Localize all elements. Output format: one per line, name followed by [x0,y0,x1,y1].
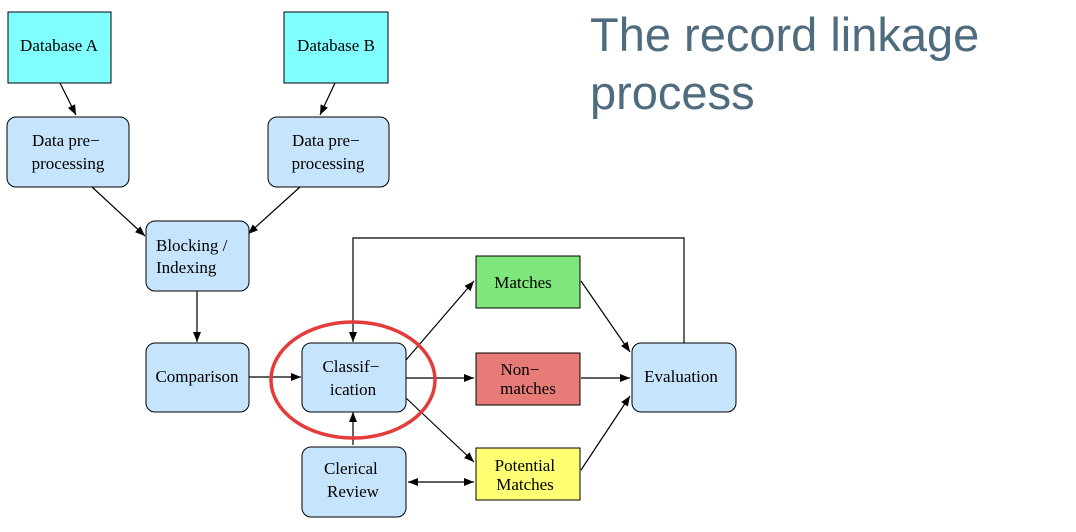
blocking-label-line-1: Blocking / [156,236,228,255]
database-a-label-line: Database A [20,36,99,55]
edge-matches-to-evaluation [580,280,631,353]
edge-database-b-to-preproc-b [319,82,336,116]
nonmatches-label: Non− matches [500,360,556,398]
node-matches [475,255,581,309]
preproc-b-label-line-1: Data pre− [292,131,360,150]
edge-evaluation-feedback-loop [349,237,685,343]
nonmatches-label-line-2: matches [500,379,556,398]
clerical-label: Clerical Review [324,459,382,501]
preproc-a-label-line-2: processing [32,154,105,173]
preproc-a-label: Data pre− processing [32,131,105,173]
evaluation-label-line: Evaluation [644,367,718,386]
potential-label: Potential Matches [495,456,560,494]
comparison-label-line: Comparison [155,367,239,386]
database-b-label: Database B [297,36,375,55]
node-nonmatches [475,352,581,406]
edge-classification-to-matches [405,280,475,361]
node-evaluation [631,342,737,413]
clerical-label-line-2: Review [327,482,380,501]
node-preproc-b [267,116,390,188]
node-database-a [7,11,112,84]
edge-preproc-a-to-blocking [91,186,146,237]
node-preproc-a [6,116,130,188]
blocking-label: Blocking / Indexing [156,236,232,277]
node-clerical [301,446,407,518]
evaluation-label: Evaluation [644,367,718,386]
edges [59,82,685,486]
node-database-b [283,11,389,84]
edge-preproc-b-to-blocking [247,186,301,235]
highlight-circle [269,320,437,440]
node-comparison [145,342,250,413]
preproc-a-label-line-1: Data pre− [32,131,100,150]
classification-label-line-1: Classif− [322,357,379,376]
node-blocking [145,220,250,292]
edge-classification-to-potential [405,397,475,463]
node-potential [475,447,581,501]
potential-label-line-1: Potential [495,456,556,475]
blocking-label-line-2: Indexing [156,258,217,277]
matches-label: Matches [494,273,552,292]
database-b-label-line: Database B [297,36,375,55]
preproc-b-label: Data pre− processing [292,131,365,173]
matches-label-line: Matches [494,273,552,292]
node-classification [301,342,407,413]
clerical-label-line-1: Clerical [324,459,378,478]
labels: Database A Database B Data pre− processi… [20,36,718,501]
comparison-label: Comparison [155,367,239,386]
nodes [6,11,737,518]
classification-label-line-2: ication [330,380,377,399]
nonmatches-label-line-1: Non− [500,360,539,379]
preproc-b-label-line-2: processing [292,154,365,173]
classification-label: Classif− ication [322,357,383,399]
potential-label-line-2: Matches [496,475,554,494]
edge-database-a-to-preproc-a [59,82,77,116]
slide-title: The record linkage process [590,8,980,119]
edge-potential-to-evaluation [580,395,631,471]
database-a-label: Database A [20,36,99,55]
